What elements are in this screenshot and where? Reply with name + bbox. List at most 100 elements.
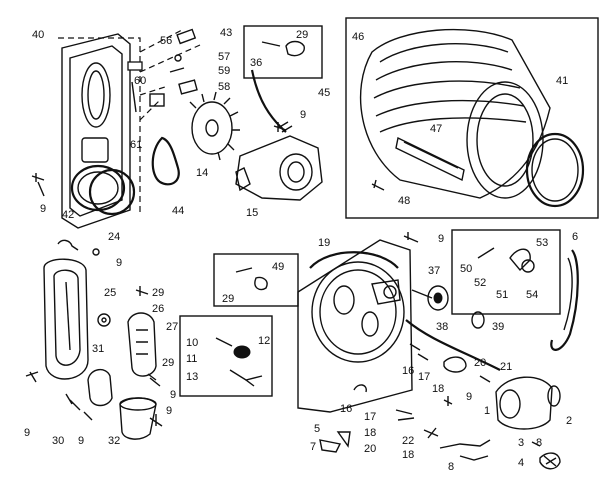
label-40: 40 — [32, 29, 44, 41]
label-29-d: 29 — [222, 293, 234, 305]
label-41: 41 — [556, 75, 568, 87]
label-53: 53 — [536, 237, 548, 249]
screw-9-top-panel — [403, 232, 419, 243]
label-8-a: 8 — [448, 461, 454, 473]
label-9-b: 9 — [300, 109, 306, 121]
label-9-i: 9 — [466, 391, 472, 403]
label-38: 38 — [436, 321, 448, 333]
label-30: 30 — [52, 435, 64, 447]
blower-housing-15 — [235, 69, 323, 201]
front-panel-19 — [297, 239, 413, 413]
label-52: 52 — [474, 277, 486, 289]
label-14: 14 — [196, 167, 208, 179]
bracket-26 — [97, 313, 111, 327]
label-2: 2 — [566, 415, 572, 427]
cover-27 — [127, 312, 157, 377]
label-9-f: 9 — [24, 427, 30, 439]
label-8-b: 8 — [536, 437, 542, 449]
label-17-a: 17 — [418, 371, 430, 383]
drum-box-45 — [345, 17, 599, 219]
baffle-47 — [395, 136, 465, 182]
seal-44 — [151, 136, 180, 186]
label-18-b: 18 — [364, 427, 376, 439]
label-29-a: 29 — [296, 29, 308, 41]
label-19: 19 — [318, 237, 330, 249]
inset-box-49 — [213, 253, 299, 307]
label-18-a: 18 — [432, 383, 444, 395]
label-48: 48 — [398, 195, 410, 207]
cup-32 — [119, 397, 157, 440]
label-1: 1 — [484, 405, 490, 417]
label-45: 45 — [318, 87, 330, 99]
blower-wheel-14 — [189, 91, 240, 161]
lower-fasteners — [319, 384, 491, 461]
label-9-g: 9 — [78, 435, 84, 447]
lint-duct-25 — [43, 258, 89, 380]
label-13: 13 — [186, 371, 198, 383]
label-42: 42 — [62, 209, 74, 221]
label-50: 50 — [460, 263, 472, 275]
label-36: 36 — [250, 57, 262, 69]
label-43: 43 — [220, 27, 232, 39]
inset-box-50-54 — [451, 229, 561, 315]
label-57: 57 — [218, 51, 230, 63]
harness-lower — [405, 319, 501, 383]
screw-9-left — [31, 173, 45, 197]
label-31: 31 — [92, 343, 104, 355]
label-7: 7 — [310, 441, 316, 453]
label-6: 6 — [572, 231, 578, 243]
label-5: 5 — [314, 423, 320, 435]
label-44: 44 — [172, 205, 184, 217]
screw-48 — [371, 179, 385, 191]
motor-1 — [495, 376, 561, 430]
label-59: 59 — [218, 65, 230, 77]
label-16-b: 16 — [340, 403, 352, 415]
label-20-b: 20 — [364, 443, 376, 455]
label-56: 56 — [160, 35, 172, 47]
label-15: 15 — [246, 207, 258, 219]
label-25: 25 — [104, 287, 116, 299]
label-51: 51 — [496, 289, 508, 301]
label-3: 3 — [518, 437, 524, 449]
belt-6 — [550, 249, 579, 351]
label-21: 21 — [500, 361, 512, 373]
drum-seal-41 — [525, 132, 585, 208]
label-12: 12 — [258, 335, 270, 347]
label-49: 49 — [272, 261, 284, 273]
screws-30 — [65, 393, 93, 421]
inset-box-36 — [243, 25, 323, 79]
misc-fasteners — [135, 122, 287, 427]
label-18-c: 18 — [402, 449, 414, 461]
label-16-a: 16 — [402, 365, 414, 377]
label-39: 39 — [492, 321, 504, 333]
small-parts-cluster — [127, 28, 201, 121]
clip-24 — [57, 239, 100, 256]
label-11: 11 — [186, 353, 197, 365]
label-61: 61 — [130, 139, 142, 151]
label-46: 46 — [352, 31, 364, 43]
label-9-a: 9 — [40, 203, 46, 215]
label-24: 24 — [108, 231, 120, 243]
label-26: 26 — [152, 303, 164, 315]
label-29-c: 29 — [162, 357, 174, 369]
bracket-3-4 — [531, 441, 561, 470]
label-9-c: 9 — [116, 257, 122, 269]
label-60: 60 — [134, 75, 146, 87]
motor-31 — [87, 369, 113, 407]
label-9-d: 9 — [170, 389, 176, 401]
label-27: 27 — [166, 321, 178, 333]
inset-box-10-13 — [179, 315, 273, 397]
label-10: 10 — [186, 337, 198, 349]
label-22: 22 — [402, 435, 414, 447]
label-58: 58 — [218, 81, 230, 93]
label-32: 32 — [108, 435, 120, 447]
label-17-b: 17 — [364, 411, 376, 423]
label-20-a: 20 — [474, 357, 486, 369]
label-4: 4 — [518, 457, 524, 469]
screw-9-lower-left — [25, 371, 39, 383]
rear-bulkhead-panel — [58, 33, 141, 229]
part-labels: 40 56 43 57 60 59 58 61 14 15 44 42 9 29… — [24, 27, 578, 473]
label-9-e: 9 — [166, 405, 172, 417]
label-47: 47 — [430, 123, 442, 135]
